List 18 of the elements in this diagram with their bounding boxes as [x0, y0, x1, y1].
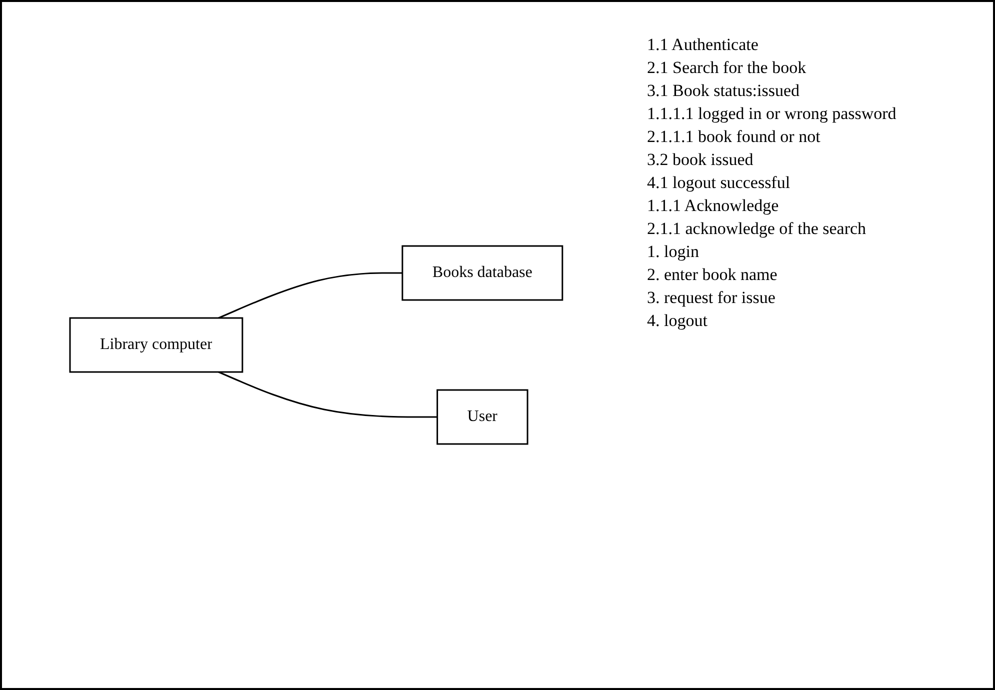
message-label: 1.1 Authenticate	[647, 35, 760, 55]
node-box: Books database	[402, 245, 564, 301]
message-label: 3. request for issue	[647, 288, 776, 308]
message-label: 1. login	[647, 242, 700, 262]
message-label: 3.1 Book status:issued	[647, 81, 801, 101]
message-label: 1.1.1 Acknowledge	[647, 196, 780, 216]
message-label: 3.2 book issued	[647, 150, 754, 170]
message-label: 1.1.1.1 logged in or wrong password	[647, 104, 898, 124]
message-label: 2.1.1 acknowledge of the search	[647, 219, 868, 239]
message-label: 2.1 Search for the book	[647, 58, 808, 78]
node-box: User	[436, 389, 529, 445]
message-label: 2. enter book name	[647, 265, 778, 285]
connector	[218, 272, 403, 319]
connector	[218, 371, 438, 418]
message-label: 4. logout	[647, 311, 708, 331]
message-label: 2.1.1.1 book found or not	[647, 127, 822, 147]
message-label: 4.1 logout successful	[647, 173, 792, 193]
node-box: Library computer	[70, 317, 244, 373]
